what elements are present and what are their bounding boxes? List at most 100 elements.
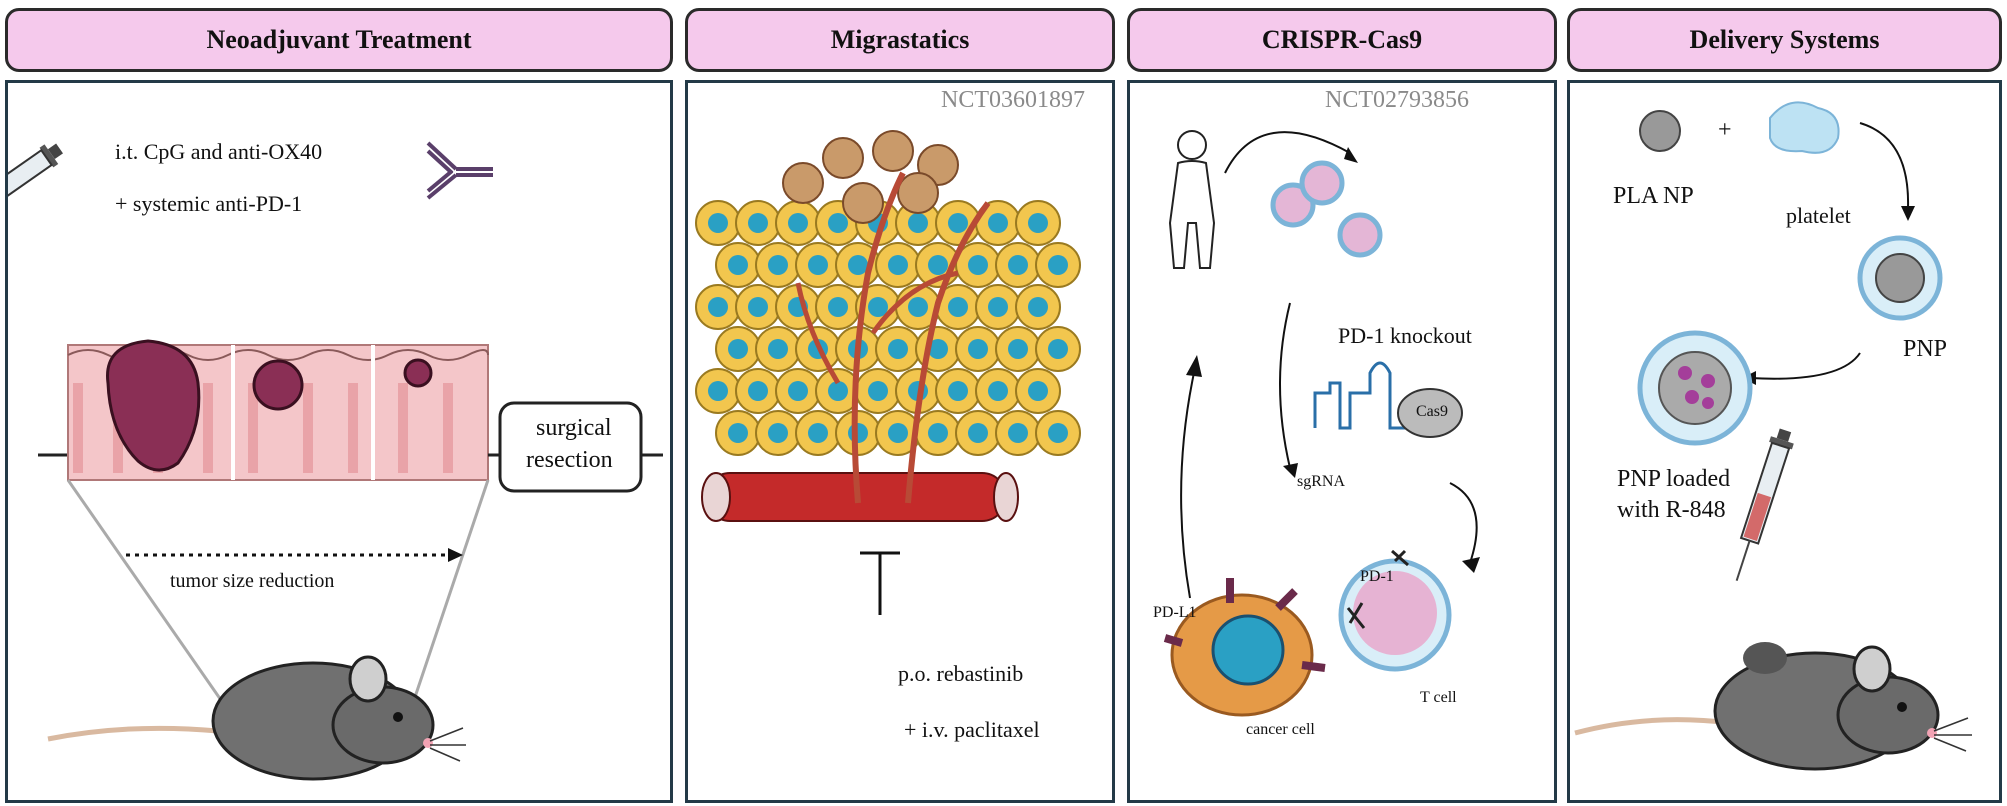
tumor-cell-nucleus <box>708 297 728 317</box>
reduction-label: tumor size reduction <box>170 570 335 592</box>
tumor-cell-nucleus <box>948 381 968 401</box>
tumor-cell-nucleus <box>1008 255 1028 275</box>
drug-paclitaxel: + i.v. paclitaxel <box>904 717 1040 742</box>
knockout-label: PD-1 knockout <box>1338 323 1472 348</box>
tumor-mass-illustration <box>695 130 1081 615</box>
header-neoadjuvant: Neoadjuvant Treatment <box>5 8 673 72</box>
header-neoadjuvant-title: Neoadjuvant Treatment <box>206 25 472 54</box>
antibody-icon <box>426 141 493 200</box>
tumor-cell-nucleus <box>968 255 988 275</box>
cas9-icon <box>1397 388 1463 438</box>
t-cell-label: T cell <box>1420 689 1457 706</box>
resection-box <box>498 401 643 493</box>
migrating-cell <box>872 130 914 172</box>
tumor-cell-nucleus <box>788 213 808 233</box>
tumor-cell-nucleus <box>1028 381 1048 401</box>
tumor-cell-nucleus <box>988 381 1008 401</box>
tumor-cell-nucleus <box>1048 255 1068 275</box>
header-crispr-title: CRISPR-Cas9 <box>1261 25 1423 54</box>
migrastatics-trial-id: NCT03601897 <box>941 87 1085 113</box>
tumor-large <box>106 339 201 472</box>
migrating-cell <box>842 182 884 224</box>
mouse-icon <box>47 655 466 781</box>
tumor-cell-nucleus <box>908 213 928 233</box>
header-migrastatics: Migrastatics <box>685 8 1115 72</box>
tumor-medium <box>252 359 304 411</box>
header-delivery: Delivery Systems <box>1567 8 2002 72</box>
sgrna-icon <box>1313 361 1405 430</box>
tumor-cell-nucleus <box>708 381 728 401</box>
drug-rebastinib: p.o. rebastinib <box>898 661 1024 686</box>
tumor-small <box>403 358 433 388</box>
tumor-cell-nucleus <box>928 339 948 359</box>
tumor-cell-nucleus <box>748 381 768 401</box>
tumor-cell-nucleus <box>1048 423 1068 443</box>
tumor-cells <box>695 130 1081 456</box>
tumor-cell-nucleus <box>968 423 988 443</box>
cell-isolated-3 <box>1337 212 1383 258</box>
tumor-cell-nucleus <box>828 381 848 401</box>
tumor-cell-nucleus <box>728 339 748 359</box>
tumor-cell-nucleus <box>788 381 808 401</box>
tumor-cell-nucleus <box>888 255 908 275</box>
plus-sign: + <box>1718 117 1732 143</box>
tumor-cell-nucleus <box>1028 213 1048 233</box>
pd1-label: PD-1 <box>1360 568 1394 585</box>
tumor-cell-nucleus <box>928 423 948 443</box>
crispr-illustration <box>1163 130 1480 717</box>
panel-neoadjuvant: i.t. CpG and anti-OX40 + systemic anti-P… <box>5 80 673 803</box>
syringe-icon <box>8 143 63 236</box>
header-crispr: CRISPR-Cas9 <box>1127 8 1557 72</box>
crispr-trial-id: NCT02793856 <box>1325 87 1469 113</box>
panel-delivery: PLA NP + platelet PNP PNP loaded with R-… <box>1567 80 2002 803</box>
pnp-loaded-label-2: with R-848 <box>1617 497 1726 523</box>
cancer-cell-label: cancer cell <box>1246 721 1315 738</box>
tumor-cell-nucleus <box>828 213 848 233</box>
panel-crispr: NCT02793856 PD-1 knockout Cas9 sgRNA PD-… <box>1127 80 1557 803</box>
platelet-icon <box>1769 101 1840 154</box>
tumor-cell-nucleus <box>808 255 828 275</box>
human-icon <box>1168 130 1216 269</box>
pla-np-icon <box>1639 110 1681 152</box>
mouse-icon <box>1574 642 1972 771</box>
tumor-cell-nucleus <box>928 255 948 275</box>
neoadjuvant-line2: + systemic anti-PD-1 <box>115 191 303 216</box>
tumor-cell-nucleus <box>708 213 728 233</box>
pnp-loaded-label-1: PNP loaded <box>1617 466 1731 492</box>
tumor-cell-nucleus <box>748 297 768 317</box>
neoadjuvant-illustration <box>8 141 663 781</box>
cas9-label: Cas9 <box>1416 403 1448 420</box>
tumor-cell-nucleus <box>848 255 868 275</box>
panel-migrastatics: NCT03601897 p.o. rebastinib + i.v. pacli… <box>685 80 1115 803</box>
tumor-cell-nucleus <box>988 297 1008 317</box>
tumor-cell-nucleus <box>888 423 908 443</box>
tumor-cell-nucleus <box>1028 297 1048 317</box>
pla-np-label: PLA NP <box>1613 183 1694 209</box>
header-delivery-title: Delivery Systems <box>1689 25 1880 54</box>
platelet-label: platelet <box>1786 203 1851 228</box>
tumor-cell-nucleus <box>728 255 748 275</box>
tumor-cell-nucleus <box>748 213 768 233</box>
delivery-illustration <box>1574 101 1972 771</box>
tumor-cell-nucleus <box>1008 423 1028 443</box>
cell-isolated-2 <box>1299 160 1345 206</box>
tumor-cell-nucleus <box>888 339 908 359</box>
pdl1-label: PD-L1 <box>1153 604 1197 621</box>
tumor-cell-nucleus <box>768 423 788 443</box>
tumor-cell-nucleus <box>828 297 848 317</box>
tumor-cell-nucleus <box>768 255 788 275</box>
migrating-cell <box>782 162 824 204</box>
tumor-cell-nucleus <box>868 297 888 317</box>
neoadjuvant-line1: i.t. CpG and anti-OX40 <box>115 139 323 164</box>
tumor-cell-nucleus <box>768 339 788 359</box>
tumor-cell-nucleus <box>908 297 928 317</box>
migrating-cell <box>897 172 939 214</box>
tumor-cell-nucleus <box>1048 339 1068 359</box>
tumor-cell-nucleus <box>988 213 1008 233</box>
resection-label-1: surgical <box>536 415 612 441</box>
tumor-cell-nucleus <box>968 339 988 359</box>
tumor-cell-nucleus <box>808 423 828 443</box>
header-migrastatics-title: Migrastatics <box>830 25 970 54</box>
pnp-label: PNP <box>1903 336 1948 362</box>
tumor-cell-nucleus <box>1008 339 1028 359</box>
